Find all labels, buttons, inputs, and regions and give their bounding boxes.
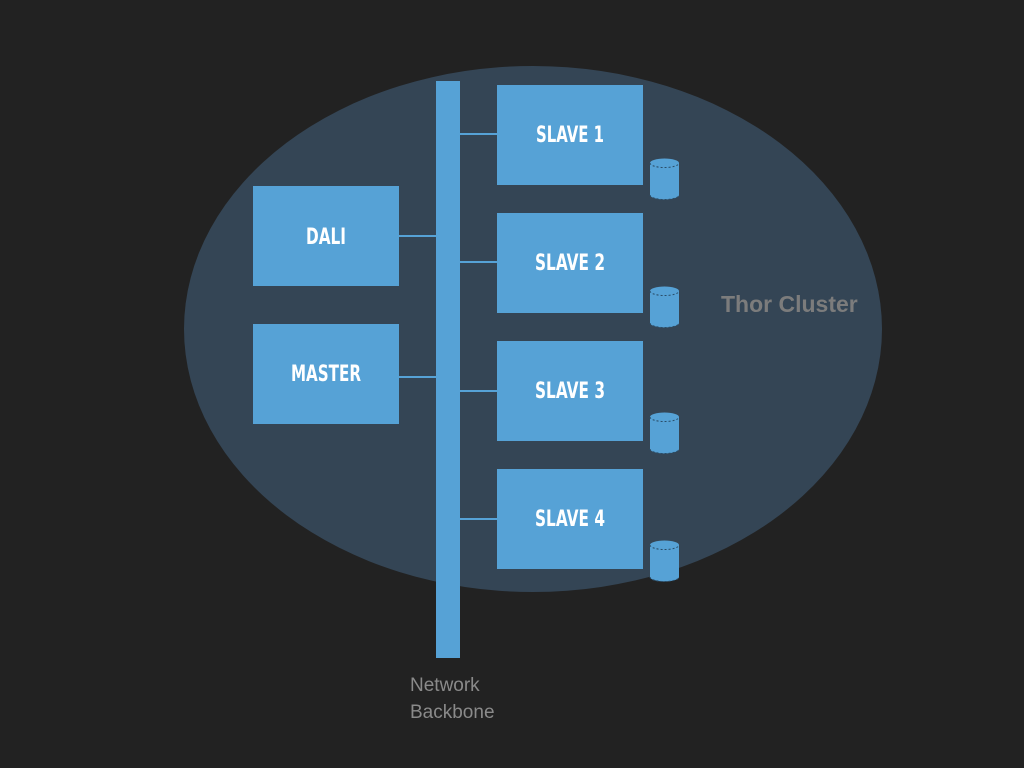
backbone-label-line-1: Network <box>410 675 480 696</box>
disk-icon <box>649 158 680 200</box>
node-master[interactable]: MASTER <box>253 324 399 424</box>
node-slave-3-box <box>497 341 643 441</box>
disk-icon <box>649 412 680 454</box>
node-slave-2-label: SLAVE 2 <box>535 251 605 276</box>
node-slave-3-label: SLAVE 3 <box>535 379 605 404</box>
node-master-box <box>253 324 399 424</box>
node-dali[interactable]: DALI <box>253 186 399 286</box>
node-slave-4[interactable]: SLAVE 4 <box>497 469 643 569</box>
node-slave-4-box <box>497 469 643 569</box>
node-master-label: MASTER <box>291 362 361 387</box>
node-dali-label: DALI <box>306 225 346 250</box>
node-slave-1-label: SLAVE 1 <box>536 123 604 148</box>
node-slave-2[interactable]: SLAVE 2 <box>497 213 643 313</box>
cluster-label: Thor Cluster <box>721 291 858 317</box>
connector-links <box>399 133 498 520</box>
disk-icon <box>649 540 680 582</box>
network-backbone <box>436 81 460 658</box>
node-slave-2-box <box>497 213 643 313</box>
node-slave-3[interactable]: SLAVE 3 <box>497 341 643 441</box>
node-slave-1-box <box>497 85 643 185</box>
backbone-label-line-2: Backbone <box>410 702 495 723</box>
node-dali-box <box>253 186 399 286</box>
node-slave-4-label: SLAVE 4 <box>535 507 605 532</box>
disk-icon <box>649 286 680 328</box>
node-slave-1[interactable]: SLAVE 1 <box>497 85 643 185</box>
